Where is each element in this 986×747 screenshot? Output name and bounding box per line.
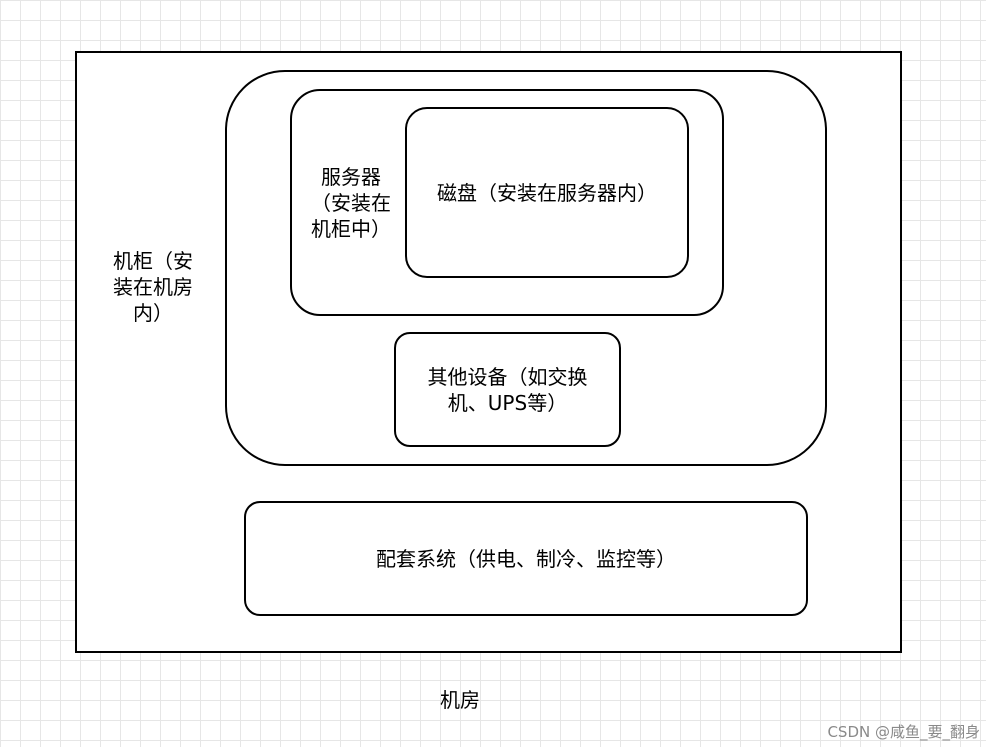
cabinet-label: 机柜（安 装在机房 内） (113, 249, 193, 325)
support-systems-node: 配套系统（供电、制冷、监控等） (244, 501, 808, 616)
support-systems-label: 配套系统（供电、制冷、监控等） (376, 546, 676, 571)
other-devices-node: 其他设备（如交换 机、UPS等） (394, 332, 621, 447)
csdn-watermark: CSDN @咸鱼_要_翻身 (827, 723, 980, 741)
server-label: 服务器 （安装在 机柜中） (311, 165, 391, 241)
disk-node: 磁盘（安装在服务器内） (405, 107, 689, 278)
room-label: 机房 (440, 688, 480, 712)
other-devices-label: 其他设备（如交换 机、UPS等） (427, 364, 588, 415)
disk-label: 磁盘（安装在服务器内） (437, 180, 657, 205)
